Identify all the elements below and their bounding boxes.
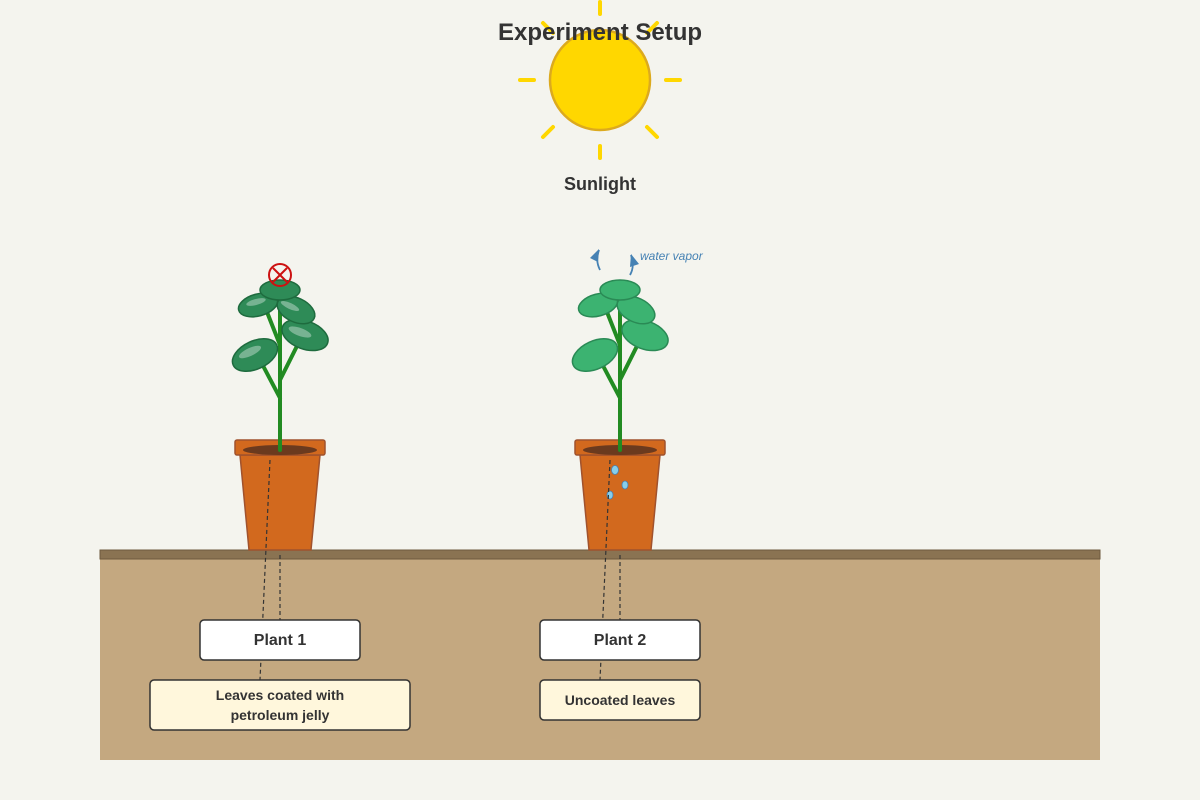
plant-1-leaves bbox=[231, 279, 329, 372]
vapor-label: water vapor bbox=[640, 249, 704, 263]
plant-1-pot bbox=[234, 439, 326, 551]
plant-1 bbox=[231, 263, 329, 551]
plant-2-pot bbox=[574, 439, 666, 551]
sun-icon bbox=[518, 0, 682, 160]
vapor-arrow-icon bbox=[590, 249, 639, 276]
plant-2-leaves bbox=[571, 279, 669, 372]
plant-1-description-box bbox=[149, 679, 411, 731]
water-droplets bbox=[606, 465, 629, 500]
sun-rays bbox=[518, 0, 682, 160]
leaf-coated bbox=[276, 295, 316, 325]
sun-disc bbox=[548, 28, 652, 132]
leaf-uncoated bbox=[571, 338, 619, 372]
plant-1-jelly-shine bbox=[238, 298, 312, 359]
plant-2: water vapor bbox=[571, 249, 704, 551]
blocked-x-icon bbox=[268, 263, 292, 287]
water-droplet-icon bbox=[611, 465, 619, 475]
plant-1-description-line-2: petroleum jelly bbox=[231, 707, 330, 723]
plant-1-label: Plant 1 bbox=[254, 632, 307, 649]
leaf-uncoated bbox=[616, 295, 656, 325]
plant-1-description-line-1: Leaves coated with bbox=[216, 687, 344, 703]
plant-2-description-line-1: Uncoated leaves bbox=[565, 692, 676, 708]
page-title: Experiment Setup bbox=[498, 19, 702, 46]
leaf-coated bbox=[231, 338, 279, 372]
leaf-uncoated bbox=[599, 279, 641, 301]
plant-2-description-box bbox=[539, 679, 701, 721]
sunlight-label: Sunlight bbox=[564, 174, 636, 194]
plant-2-label-box bbox=[539, 619, 701, 661]
plant-1-label-box bbox=[199, 619, 361, 661]
water-droplet-icon bbox=[621, 480, 629, 490]
table-top bbox=[99, 549, 1101, 560]
leaf-coated bbox=[259, 279, 301, 301]
plant-2-label: Plant 2 bbox=[594, 632, 647, 649]
